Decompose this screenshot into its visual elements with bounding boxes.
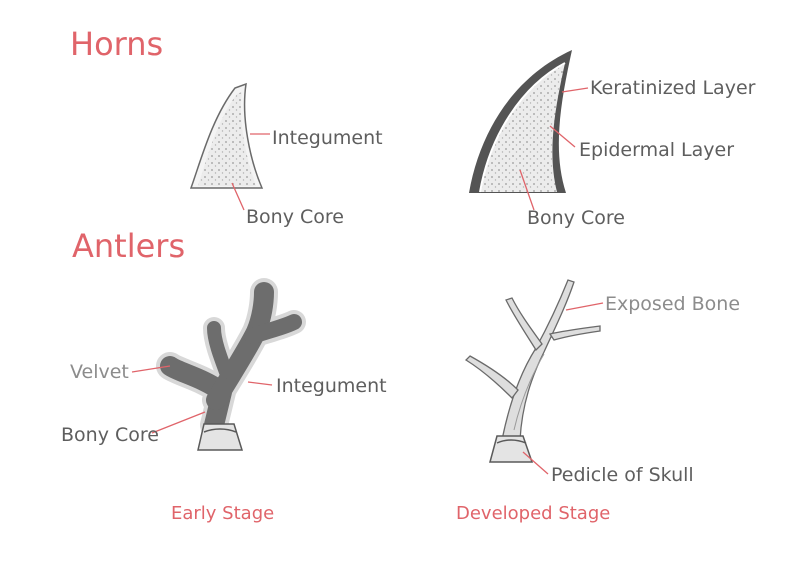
early-horn-illustration — [189, 82, 264, 189]
label-antler-integument: Integument — [276, 375, 387, 397]
antlers-heading: Antlers — [72, 227, 186, 265]
developed-antler-illustration — [464, 279, 601, 463]
label-pedicle-of-skull: Pedicle of Skull — [551, 464, 694, 486]
label-horn-integument: Integument — [272, 127, 383, 149]
horns-heading: Horns — [70, 25, 164, 63]
label-velvet: Velvet — [70, 361, 129, 383]
early-antler-illustration — [156, 278, 306, 451]
developed-horn-illustration — [469, 50, 572, 193]
label-horn-early-bony-core: Bony Core — [246, 206, 344, 228]
label-epidermal-layer: Epidermal Layer — [579, 139, 735, 161]
label-keratinized-layer: Keratinized Layer — [590, 77, 756, 99]
label-horn-developed-bony-core: Bony Core — [527, 207, 625, 229]
label-antler-bony-core: Bony Core — [61, 424, 159, 446]
developed-stage-caption: Developed Stage — [456, 503, 611, 524]
leader-lines — [131, 87, 604, 475]
label-exposed-bone: Exposed Bone — [605, 293, 741, 315]
early-stage-caption: Early Stage — [171, 503, 275, 524]
